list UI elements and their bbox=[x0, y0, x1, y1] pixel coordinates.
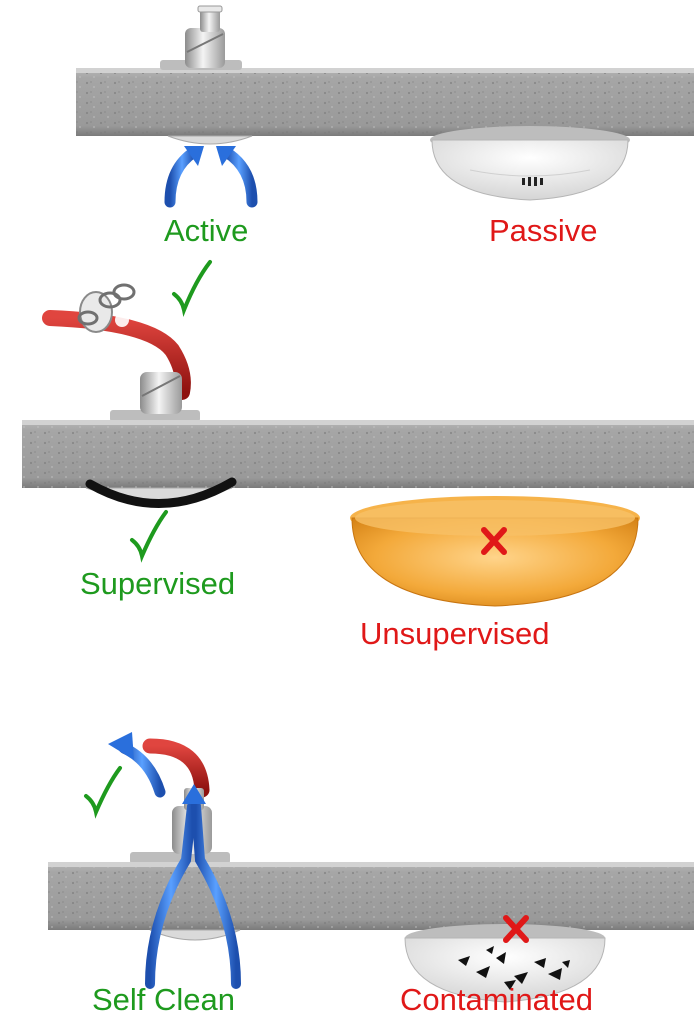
cross-icon bbox=[503, 915, 529, 943]
smoke-detector-icon bbox=[430, 126, 630, 201]
broken-chain-icon bbox=[77, 283, 136, 333]
supervision-seal bbox=[85, 477, 237, 508]
label-self-clean: Self Clean bbox=[92, 982, 236, 1017]
air-flow-arrow-icon bbox=[164, 146, 258, 208]
checkmark-icon bbox=[172, 260, 212, 317]
ceiling-slab-3 bbox=[48, 862, 694, 930]
sampling-pipe bbox=[142, 738, 210, 798]
dust-particles bbox=[458, 946, 570, 990]
label-active: Active bbox=[164, 213, 249, 248]
label-unsupervised: Unsupervised bbox=[360, 616, 550, 651]
label-supervised: Supervised bbox=[80, 566, 236, 601]
checkmark-icon bbox=[84, 766, 122, 819]
cross-icon bbox=[481, 527, 507, 555]
air-flow-arrow-icon bbox=[108, 732, 241, 989]
ceiling-slab-1 bbox=[76, 68, 694, 136]
checkmark-icon bbox=[130, 510, 168, 563]
sampling-point-icon bbox=[160, 5, 242, 70]
label-contaminated: Contaminated bbox=[400, 982, 594, 1017]
sampling-point-dome bbox=[167, 135, 253, 145]
label-passive: Passive bbox=[489, 213, 598, 248]
ceiling-slab-2 bbox=[22, 420, 694, 488]
dust-cover-icon bbox=[350, 496, 640, 607]
sampling-point-icon bbox=[110, 372, 200, 422]
sampling-point-icon bbox=[130, 788, 230, 864]
